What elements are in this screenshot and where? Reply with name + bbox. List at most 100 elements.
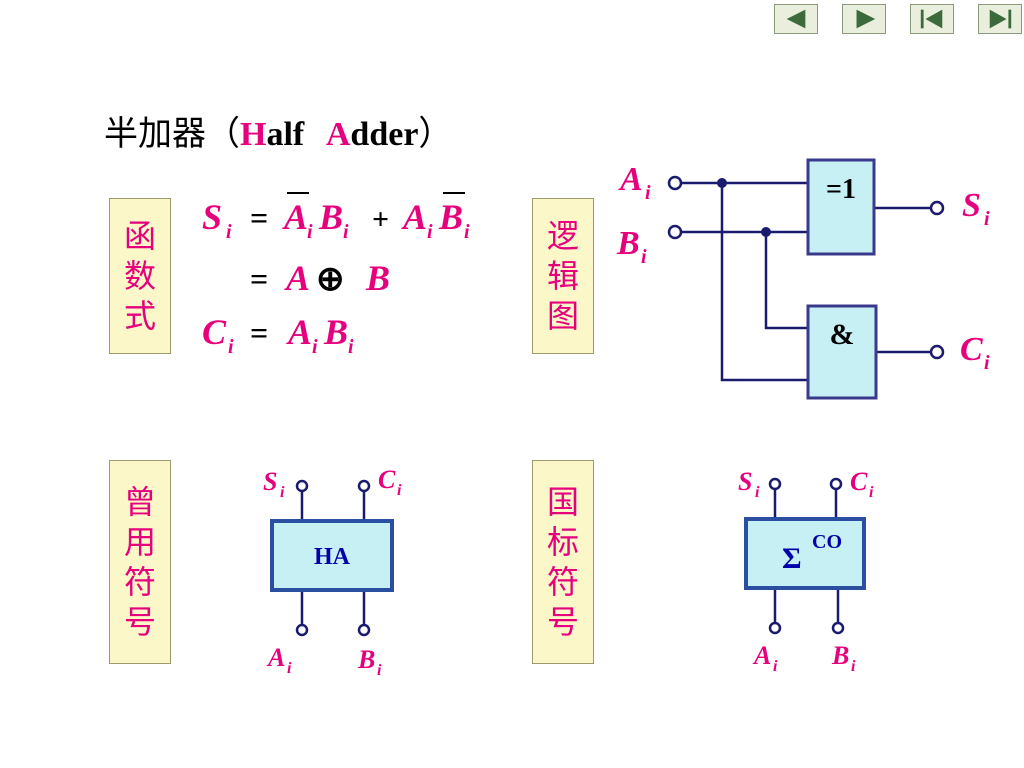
label-char: 式 — [123, 297, 156, 335]
label-char: 号 — [546, 603, 579, 641]
label-b: B — [616, 225, 640, 262]
next-slide-button[interactable] — [842, 4, 886, 34]
title-h: H — [240, 116, 267, 153]
pin — [295, 623, 309, 637]
label-s: S — [263, 467, 277, 496]
label-char: 函 — [123, 217, 156, 255]
wire-a-branch — [720, 183, 808, 382]
sigma-box — [744, 517, 866, 590]
eq-equals: = — [250, 315, 268, 351]
ha-symbol: HA S i C i A i B i — [263, 465, 402, 679]
input-b-pin — [667, 224, 683, 240]
and-gate — [806, 304, 878, 400]
ha-box — [270, 519, 394, 592]
triangle-right-icon — [856, 9, 876, 29]
title-cn: 半加器（ — [104, 114, 240, 154]
label-sub: i — [984, 352, 990, 374]
eq-sub: i — [427, 221, 433, 243]
eq-sub: i — [343, 221, 349, 243]
label-sub: i — [645, 182, 651, 204]
first-slide-button[interactable] — [910, 4, 954, 34]
eq-a-bar: A — [282, 197, 308, 237]
label-sub: i — [287, 660, 292, 677]
label-char: 号 — [123, 603, 156, 641]
pin — [357, 479, 371, 493]
logic-diagram — [681, 181, 931, 382]
eq-xor: ⊕ — [316, 261, 345, 298]
label-b: B — [831, 641, 849, 670]
label-char: 辑 — [546, 257, 579, 295]
eq-sub: i — [226, 221, 232, 243]
pin — [829, 477, 843, 491]
pin — [768, 621, 782, 635]
label-sub: i — [641, 246, 647, 268]
junction-dot — [717, 178, 727, 188]
pin — [831, 621, 845, 635]
label-a: A — [752, 641, 771, 670]
label-old-symbol: 曾 用 符 号 — [109, 460, 171, 664]
title-close: ） — [418, 114, 453, 154]
eq-b: B — [318, 197, 343, 237]
skip-last-icon — [989, 9, 1012, 29]
label-sub: i — [851, 658, 856, 675]
label-standard-symbol: 国 标 符 号 — [532, 460, 594, 664]
label-char: 标 — [546, 523, 579, 561]
prev-slide-button[interactable] — [774, 4, 818, 34]
eq-sub: i — [228, 336, 234, 358]
pin — [357, 623, 371, 637]
eq-sub: i — [307, 221, 313, 243]
equation-xor: = A ⊕ B — [250, 258, 390, 298]
xor-gate — [806, 158, 876, 256]
label-s: S — [738, 467, 752, 496]
label-sub: i — [397, 482, 402, 499]
label-b: B — [357, 645, 375, 674]
title-dder: dder — [350, 116, 419, 153]
output-c-pin — [929, 344, 945, 360]
sigma-label: Σ — [782, 542, 802, 575]
eq-a: A — [286, 312, 312, 352]
eq-a: A — [284, 258, 310, 298]
title-alf: alf — [266, 116, 305, 153]
title-a: A — [325, 116, 351, 153]
pin — [768, 477, 782, 491]
label-a: A — [266, 643, 285, 672]
eq-sub: i — [464, 221, 470, 243]
sigma-co-symbol: Σ CO S i C i A i B i — [738, 467, 874, 675]
label-char: 曾 — [123, 483, 156, 521]
eq-sub: i — [348, 336, 354, 358]
junction-dot — [761, 227, 771, 237]
label-char: 数 — [123, 257, 156, 295]
xor-gate-label: =1 — [826, 174, 856, 205]
skip-first-icon — [920, 9, 943, 29]
label-c: C — [960, 331, 983, 368]
label-char: 图 — [546, 297, 579, 335]
label-char: 用 — [123, 523, 156, 561]
label-sub: i — [773, 658, 778, 675]
last-slide-button[interactable] — [978, 4, 1022, 34]
label-sub: i — [984, 208, 990, 230]
label-char: 符 — [546, 563, 579, 601]
label-sub: i — [755, 484, 760, 501]
eq-s-symbol: S — [202, 197, 222, 237]
co-label: CO — [812, 531, 842, 553]
label-a: A — [618, 161, 643, 198]
label-c: C — [378, 465, 396, 494]
equation-sum: S i = A i B i + A i B i — [202, 192, 470, 243]
eq-b: B — [323, 312, 348, 352]
label-sub: i — [280, 484, 285, 501]
and-gate-label: & — [830, 318, 855, 351]
eq-c-symbol: C — [202, 312, 227, 352]
eq-b-bar: B — [438, 197, 463, 237]
eq-a: A — [401, 197, 427, 237]
label-sub: i — [377, 662, 382, 679]
triangle-left-icon — [786, 9, 806, 29]
label-char: 逻 — [546, 217, 579, 255]
label-char: 符 — [123, 563, 156, 601]
label-s: S — [962, 187, 981, 224]
label-logic-diagram: 逻 辑 图 — [532, 198, 594, 354]
wire-b-branch — [764, 232, 808, 330]
eq-equals: = — [250, 261, 268, 297]
label-c: C — [850, 467, 868, 496]
eq-equals: = — [250, 200, 268, 236]
